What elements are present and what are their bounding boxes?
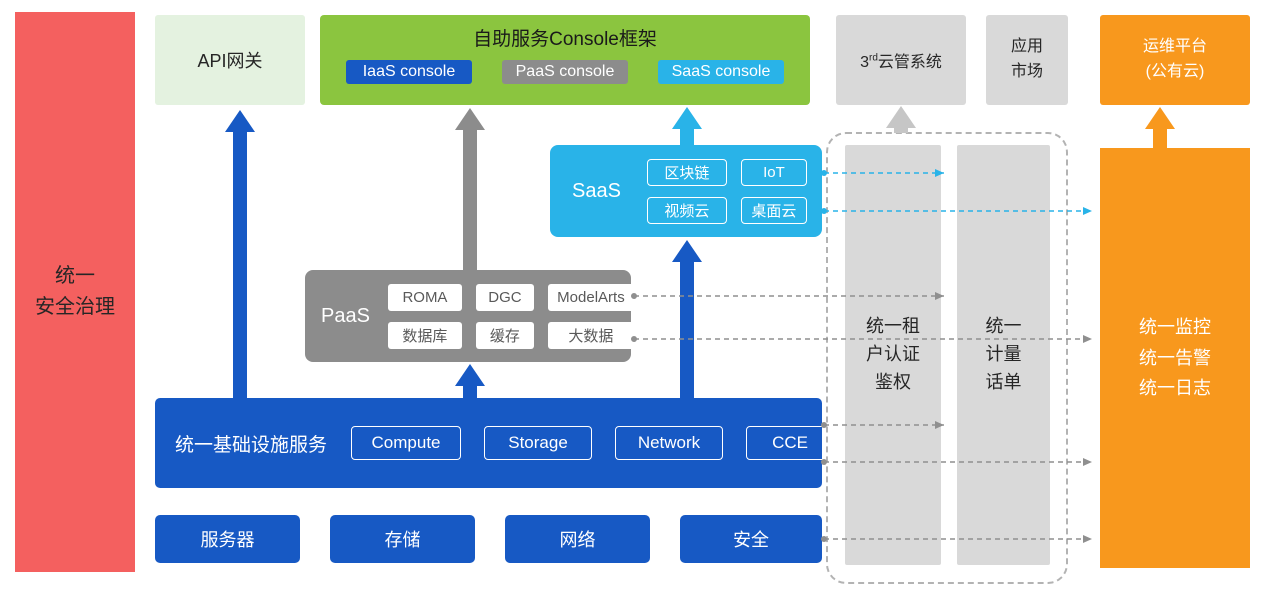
ops-platform-box: 运维平台 (公有云) [1100,15,1250,105]
resource-security-label: 安全 [733,530,769,550]
saas-chip-blockchain: 区块链 [646,158,727,186]
infrastructure-service-box: 统一基础设施服务 Compute Storage Network CCE [155,398,835,488]
saas-layer-box: SaaS 区块链 IoT 视频云 桌面云 [550,145,822,237]
infra-chip-network: Network [615,426,724,460]
resource-box-security: 安全 [680,515,822,563]
billing-bar-line1: 统一 [985,316,1022,337]
console-buttons-row: IaaS console PaaS console SaaS console [346,60,784,84]
saas-chip-video-cloud: 视频云 [646,196,727,224]
arrow-infra-to-paas [455,364,485,398]
paas-chip-modelarts: ModelArts [547,283,634,311]
paas-layer-box: PaaS ROMA DGC ModelArts 数据库 缓存 大数据 [305,270,634,362]
paas-chip-database: 数据库 [387,321,462,349]
app-market-line1: 应用 [1010,38,1043,56]
cloud-mgmt-num: 3 [860,54,869,71]
arrow-paas-to-console [455,108,485,270]
saas-console-button: SaaS console [658,60,784,84]
resource-network-label: 网络 [559,530,596,550]
api-gateway-box: API网关 [155,15,305,105]
app-market-line2: 市场 [1010,63,1043,80]
console-framework-title: 自助服务Console框架 [473,29,657,50]
monitor-bar-line3: 统一日志 [1139,378,1211,399]
api-gateway-label: API网关 [197,51,263,71]
paas-chip-cache: 缓存 [475,321,534,349]
infrastructure-chip-row: Compute Storage Network CCE [351,426,835,460]
saas-chip-grid: 区块链 IoT 视频云 桌面云 [646,158,807,224]
billing-bar-line2: 计量 [985,344,1022,365]
third-party-cloud-mgmt-box: 3rd云管系统 [836,15,966,105]
resource-storage-label: 存储 [384,530,421,550]
arrow-infra-to-api-gateway [225,110,255,398]
resource-box-storage: 存储 [330,515,475,563]
ops-platform-line2: (公有云) [1145,63,1205,80]
resource-box-server: 服务器 [155,515,300,563]
saas-label: SaaS [572,179,621,202]
billing-bar-line3: 话单 [985,371,1022,392]
unified-tenant-auth-bar: 统一租 户认证 鉴权 [845,145,941,565]
paas-chip-roma: ROMA [387,283,462,311]
paas-chip-dgc: DGC [475,283,534,311]
arrow-infra-to-saas [672,240,702,398]
arrow-saas-to-console [672,107,702,146]
saas-chip-iot: IoT [740,158,807,186]
ops-platform-line1: 运维平台 [1142,38,1207,56]
infra-chip-storage: Storage [484,426,593,460]
arrow-container-to-cloud-mgmt [886,106,916,133]
saas-chip-desktop-cloud: 桌面云 [740,196,807,224]
infra-chip-compute: Compute [351,426,462,460]
tenant-services-dashed-container [826,132,1068,584]
monitor-bar-line1: 统一监控 [1139,317,1211,338]
infrastructure-label: 统一基础设施服务 [175,434,328,456]
console-framework-panel: 自助服务Console框架 IaaS console PaaS console … [320,15,810,105]
arrow-monitor-to-ops-platform [1145,107,1175,148]
resource-server-label: 服务器 [200,530,255,550]
iaas-console-button: IaaS console [346,60,472,84]
security-governance-line1: 统一 [55,265,95,287]
auth-bar-line1: 统一租 [866,316,920,337]
cloud-mgmt-text: 云管系统 [877,54,942,71]
paas-console-button: PaaS console [502,60,628,84]
unified-monitoring-bar: 统一监控 统一告警 统一日志 [1100,148,1250,568]
third-party-cloud-mgmt-label: 3rd云管系统 [860,48,942,72]
unified-security-governance-bar: 统一 安全治理 [15,12,135,572]
auth-bar-line2: 户认证 [866,344,920,365]
resource-box-network: 网络 [505,515,650,563]
app-market-box: 应用 市场 [986,15,1068,105]
unified-billing-bar: 统一 计量 话单 [957,145,1050,565]
security-governance-line2: 安全治理 [35,296,115,318]
infra-chip-cce: CCE [746,426,835,460]
monitor-bar-line2: 统一告警 [1139,347,1211,368]
paas-chip-bigdata: 大数据 [547,321,634,349]
auth-bar-line3: 鉴权 [875,371,911,392]
paas-chip-grid: ROMA DGC ModelArts 数据库 缓存 大数据 [387,283,634,349]
cloud-mgmt-sup: rd [868,52,878,64]
paas-label: PaaS [321,304,370,327]
